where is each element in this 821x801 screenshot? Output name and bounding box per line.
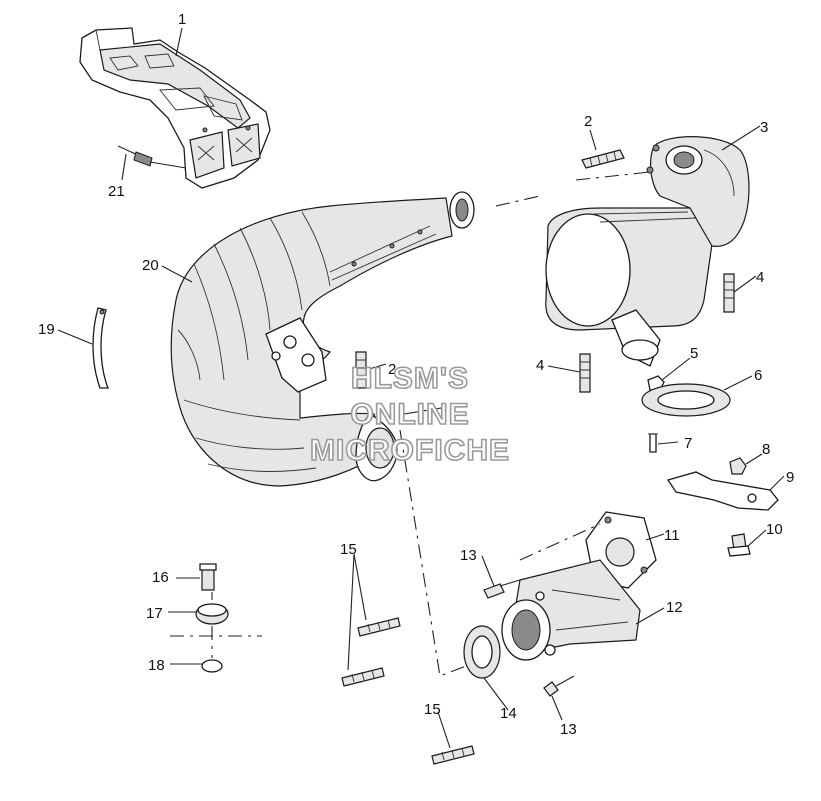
part-4-spring-center <box>579 353 591 393</box>
part-2-spring-lower <box>355 351 367 389</box>
part-3-silencer <box>545 136 750 367</box>
label-20: 20 <box>142 257 159 274</box>
label-10: 10 <box>766 521 783 538</box>
label-19: 19 <box>38 321 55 338</box>
part-13-bolt-upper <box>483 579 521 599</box>
label-2-upper: 2 <box>584 113 592 130</box>
label-2-lower: 2 <box>388 361 396 378</box>
label-12: 12 <box>666 599 683 616</box>
label-9: 9 <box>786 469 794 486</box>
label-3: 3 <box>760 119 768 136</box>
label-17: 17 <box>146 605 163 622</box>
label-21: 21 <box>108 183 125 200</box>
label-16: 16 <box>152 569 169 586</box>
label-11: 11 <box>664 527 680 544</box>
watermark-line-2: ONLINE <box>350 398 469 431</box>
part-15-spring-c <box>431 745 475 765</box>
part-15-spring-a <box>357 617 401 637</box>
label-6: 6 <box>754 367 762 384</box>
watermark-line-1: HLSM'S <box>351 362 469 395</box>
part-10-bolt <box>727 533 751 557</box>
part-7-bolt <box>648 433 658 453</box>
part-15-spring-b <box>341 667 385 687</box>
watermark: HLSM'S ONLINE MICROFICHE <box>309 361 510 468</box>
part-12-manifold <box>501 559 641 661</box>
label-4-right: 4 <box>756 269 764 286</box>
part-13-bolt-lower <box>543 675 575 697</box>
part-4-spring-right <box>723 273 735 313</box>
part-2-spring-upper <box>581 149 625 169</box>
part-20-expansion-chamber <box>170 191 475 487</box>
label-1: 1 <box>178 11 186 28</box>
label-18: 18 <box>148 657 165 674</box>
label-15-upper: 15 <box>340 541 357 558</box>
part-6-gasket <box>641 383 731 417</box>
label-7: 7 <box>684 435 692 452</box>
part-18-washer <box>201 659 223 673</box>
assembly-lines <box>170 171 651 677</box>
watermark-line-3: MICROFICHE <box>310 434 510 467</box>
label-4-center: 4 <box>536 357 544 374</box>
part-17-bushing <box>195 603 229 625</box>
label-13-upper: 13 <box>460 547 477 564</box>
label-15-lower: 15 <box>424 701 441 718</box>
part-16-bolt <box>199 563 217 591</box>
part-19-strap <box>92 307 109 389</box>
part-9-bracket <box>666 471 779 511</box>
part-21-rivet <box>117 145 187 169</box>
part-14-ring <box>463 625 501 679</box>
label-14: 14 <box>500 705 517 722</box>
part-1-mount-bracket <box>79 27 271 189</box>
label-8: 8 <box>762 441 770 458</box>
label-5: 5 <box>690 345 698 362</box>
callout-labels: 1 2 2 3 4 4 5 6 7 8 9 10 11 12 13 13 14 … <box>38 11 794 738</box>
label-13-lower: 13 <box>560 721 577 738</box>
part-8-nut <box>729 457 747 475</box>
leader-lines <box>57 27 785 749</box>
